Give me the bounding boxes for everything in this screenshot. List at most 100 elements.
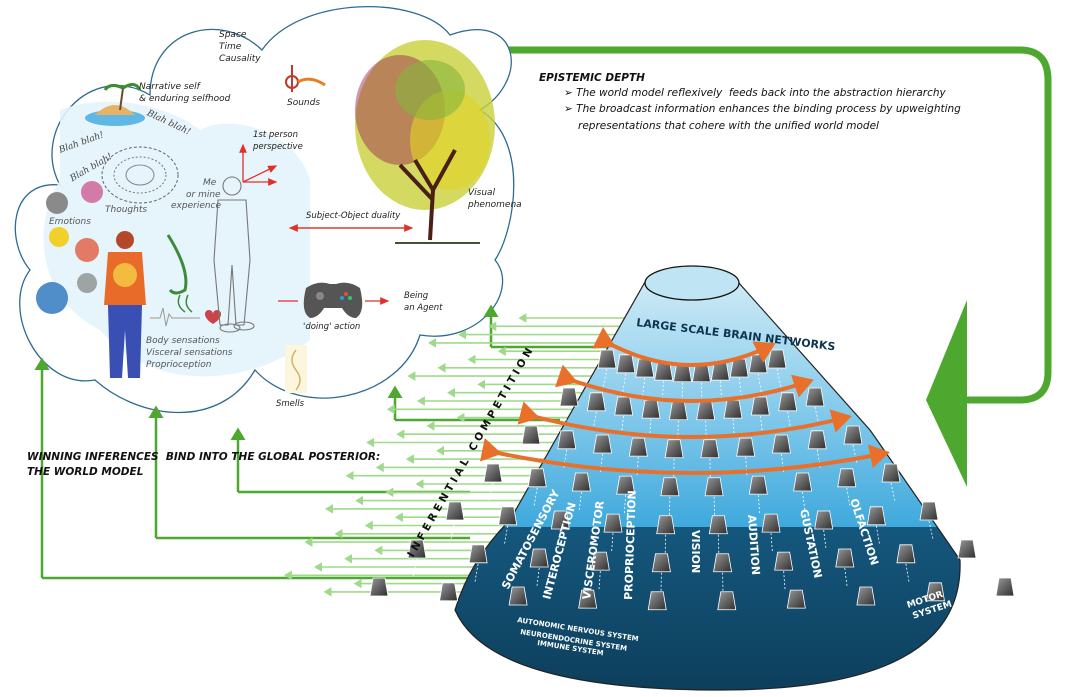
thoughts-label: Thoughts bbox=[105, 205, 148, 215]
node-link bbox=[578, 491, 582, 511]
hierarchy-node bbox=[856, 586, 876, 606]
hierarchy-node bbox=[793, 472, 813, 492]
node-link bbox=[905, 563, 910, 582]
node-link bbox=[536, 567, 540, 587]
time-label: Time bbox=[219, 42, 242, 52]
body-figure-icon bbox=[104, 231, 146, 378]
node-link bbox=[757, 495, 761, 514]
hierarchy-node bbox=[717, 591, 737, 611]
enduring-selfhood-label: & enduring selfhood bbox=[139, 94, 231, 104]
winning-inferences-line-2: THE WORLD MODEL bbox=[27, 466, 144, 478]
hierarchy-node bbox=[483, 463, 503, 483]
visceral-sensations-label: Visceral sensations bbox=[146, 348, 233, 358]
being-label: Being bbox=[404, 291, 429, 301]
an-agent-label: an Agent bbox=[404, 303, 443, 313]
node-link bbox=[412, 558, 418, 578]
hierarchy-node bbox=[439, 582, 459, 602]
hierarchy-node bbox=[571, 472, 591, 492]
me-label: Me bbox=[203, 178, 217, 188]
hierarchy-node bbox=[814, 510, 834, 530]
lateral-arrow bbox=[554, 364, 814, 403]
modality-label: VISION bbox=[689, 530, 702, 573]
hierarchy-node bbox=[696, 401, 716, 421]
node-link bbox=[844, 567, 848, 587]
first-person-label: 1st person bbox=[253, 130, 299, 140]
hierarchy-node bbox=[651, 553, 671, 573]
node-link bbox=[488, 482, 494, 502]
angry-face-icon bbox=[75, 238, 99, 262]
emotions-label: Emotions bbox=[49, 217, 91, 227]
lateral-arrow bbox=[517, 401, 852, 439]
hierarchy-node bbox=[843, 425, 863, 445]
hierarchy-node bbox=[550, 510, 570, 530]
hierarchy-node bbox=[521, 425, 541, 445]
bullet-marker-icon: ➢ bbox=[564, 87, 573, 99]
hierarchy-node bbox=[778, 392, 798, 412]
hierarchy-node bbox=[736, 437, 756, 457]
hierarchy-node bbox=[445, 501, 465, 521]
subject-object-label: Subject-Object duality bbox=[306, 211, 401, 221]
hierarchy-node bbox=[925, 582, 945, 602]
epistemic-depth-title: EPISTEMIC DEPTH bbox=[539, 72, 645, 84]
hierarchy-node bbox=[995, 577, 1015, 597]
heartbeat-icon bbox=[150, 307, 221, 327]
node-link bbox=[611, 533, 614, 552]
lateral-arrow bbox=[479, 438, 890, 475]
hierarchy-node bbox=[614, 396, 634, 416]
hierarchy-node bbox=[957, 539, 977, 559]
modality-label: PROPRIOCEPTION bbox=[622, 490, 639, 600]
epistemic-bullet-2: ➢ The broadcast information enhances the… bbox=[564, 103, 961, 115]
node-link bbox=[928, 520, 934, 540]
island-icon bbox=[85, 83, 145, 126]
hierarchy-node bbox=[498, 506, 518, 526]
hierarchy-node bbox=[559, 387, 579, 407]
node-link bbox=[783, 571, 786, 590]
nose-icon bbox=[166, 234, 193, 313]
node-link bbox=[623, 495, 627, 514]
hierarchy-node bbox=[704, 477, 724, 497]
hierarchy-node bbox=[369, 577, 389, 597]
hierarchy-node bbox=[750, 396, 770, 416]
hierarchy-node bbox=[641, 399, 661, 419]
cone-top-ellipse bbox=[644, 265, 740, 301]
hierarchy-node bbox=[616, 354, 636, 374]
first-person-axes bbox=[239, 143, 278, 186]
hierarchy-node bbox=[723, 399, 743, 419]
epistemic-bullet-1: ➢ The world model reflexively feeds back… bbox=[564, 87, 946, 99]
surprised-face-icon bbox=[77, 273, 97, 293]
hierarchy-node bbox=[881, 463, 901, 483]
hierarchy-node bbox=[603, 513, 623, 533]
node-link bbox=[846, 487, 851, 506]
smells-label: Smells bbox=[276, 399, 305, 409]
lateral-arrows bbox=[479, 327, 890, 475]
tree-illustration bbox=[355, 40, 495, 244]
hierarchy-node bbox=[597, 349, 617, 369]
hierarchy-node bbox=[616, 475, 636, 495]
hierarchy-node bbox=[835, 548, 855, 568]
hierarchy-node bbox=[837, 468, 857, 488]
perspective-label: perspective bbox=[253, 142, 303, 152]
node-link bbox=[450, 520, 456, 540]
winning-inferences-line-1: WINNING INFERENCES BIND INTO THE GLOBAL … bbox=[27, 451, 381, 463]
hierarchy-node bbox=[647, 591, 667, 611]
space-label: Space bbox=[219, 30, 247, 40]
binding-arrows bbox=[34, 304, 630, 580]
hierarchy-node bbox=[656, 515, 676, 535]
hierarchy-node bbox=[407, 539, 427, 559]
happy-face-icon bbox=[49, 227, 69, 247]
hierarchy-node bbox=[786, 589, 806, 609]
person-outline-icon bbox=[213, 176, 255, 333]
hierarchy-node bbox=[586, 392, 606, 412]
node-link bbox=[966, 558, 972, 578]
hierarchy-node bbox=[468, 544, 488, 564]
modality-label: AUDITION bbox=[745, 514, 762, 575]
hierarchy-node bbox=[805, 387, 825, 407]
hierarchy-node bbox=[748, 475, 768, 495]
phenomena-label: phenomena bbox=[468, 200, 522, 210]
sounds-label: Sounds bbox=[287, 98, 321, 108]
bullet-marker-icon: ➢ bbox=[564, 103, 573, 115]
hierarchy-node bbox=[590, 551, 610, 571]
experience-label: experience bbox=[171, 201, 222, 211]
gamepad-icon bbox=[303, 282, 363, 318]
